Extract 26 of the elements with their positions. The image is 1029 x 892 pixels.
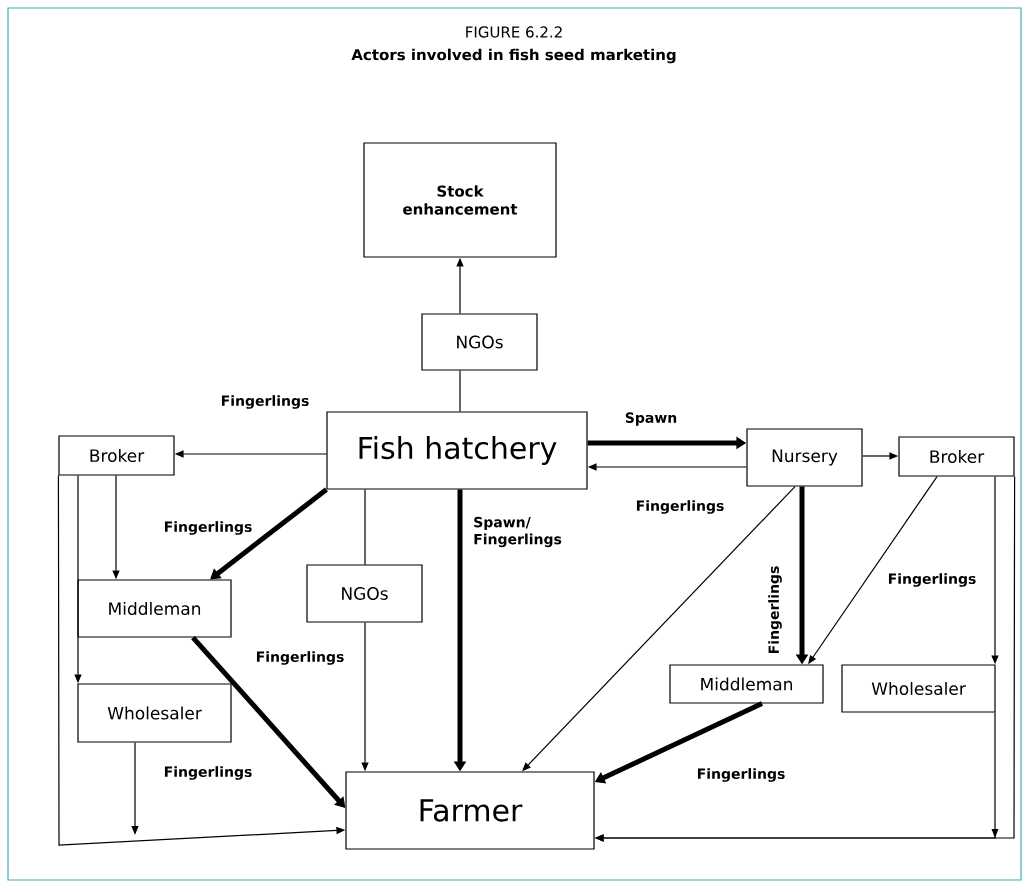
edge-label: Fingerlings <box>697 768 785 782</box>
edge-label: Fingerlings <box>888 573 976 587</box>
actor-box: Wholesaler <box>841 664 996 713</box>
edge-label: Spawn/ Fingerlings <box>474 516 562 548</box>
actor-box: Broker <box>898 436 1015 477</box>
actor-box: Nursery <box>746 428 863 487</box>
edge-label: Fingerlings <box>768 566 782 654</box>
actor-box: Wholesaler <box>77 683 232 743</box>
actor-box: NGOs <box>421 313 538 371</box>
edge-label: Fingerlings <box>164 521 252 535</box>
figure-number: FIGURE 6.2.2 <box>466 26 562 38</box>
edge-label: Spawn <box>625 412 677 426</box>
arrow <box>210 487 328 580</box>
actor-box: Middleman <box>77 579 232 638</box>
actor-box: NGOs <box>306 564 423 623</box>
arrow <box>191 635 346 808</box>
actor-box: Farmer <box>345 771 595 850</box>
edge-label: Fingerlings <box>164 766 252 780</box>
edge-label: Fingerlings <box>256 651 344 665</box>
edge-label: Fingerlings <box>221 395 309 409</box>
actor-box: Broker <box>58 435 175 476</box>
actor-box: Middleman <box>669 664 824 704</box>
actor-box: Fish hatchery <box>326 411 588 490</box>
actor-box: Stock enhancement <box>363 142 557 258</box>
edge-label: Fingerlings <box>636 500 724 514</box>
figure-title: Actors involved in fish seed marketing <box>351 48 676 64</box>
